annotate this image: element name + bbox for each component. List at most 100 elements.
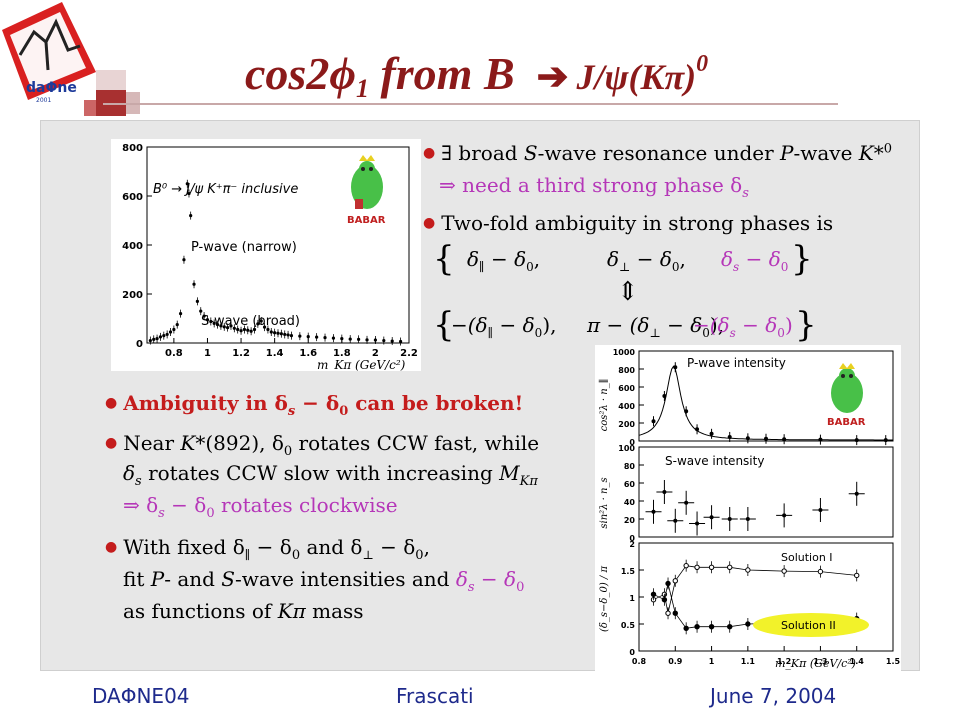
mass-data-point	[242, 327, 247, 332]
mass-data-point	[273, 331, 277, 335]
phase-xtick-label: 1	[709, 657, 715, 666]
s-ylabel: sin²λ · n_s	[599, 477, 610, 528]
s-data-point	[662, 490, 667, 494]
s_wave-ytick-label: 80	[624, 462, 636, 471]
solution-1-line	[653, 565, 857, 614]
s-data-point	[684, 500, 689, 505]
eq1-brace-left: {	[433, 239, 455, 279]
eq2-brace-right: }	[795, 305, 817, 345]
mass-data-point	[226, 325, 230, 330]
mass_spectrum-xtick-label: 1.2	[232, 348, 250, 359]
footer-date: June 7, 2004	[710, 684, 837, 708]
mass_spectrum-ytick-label: 400	[122, 241, 143, 252]
header-divider	[103, 103, 838, 105]
rotation-line-3: ⇒ δs − δ0 rotates clockwise	[123, 493, 398, 521]
logo-text: daΦne	[26, 80, 77, 96]
mass-data-point	[168, 330, 173, 334]
s_wave-ytick-label: 0	[629, 534, 635, 543]
mass-data-point	[152, 337, 156, 341]
s_wave-ytick-label: 20	[624, 516, 636, 525]
p-wave-title: P-wave intensity	[687, 356, 786, 370]
mass_spectrum-xtick-label: 1.8	[333, 348, 351, 359]
mass-data-point	[306, 335, 310, 339]
mass-data-point	[399, 339, 403, 344]
logo-year: 2001	[36, 97, 51, 104]
p-data-point	[764, 436, 768, 441]
solution-2-point	[683, 625, 689, 632]
mass_spectrum-ytick-label: 200	[122, 290, 143, 301]
mass-data-point	[172, 327, 176, 332]
mass-data-point	[252, 327, 257, 332]
s-data-point	[782, 513, 787, 518]
mass_spectrum-ytick-label: 800	[122, 143, 143, 154]
title-arrow: ➔	[536, 56, 569, 98]
phase-ytick-label: 1.5	[621, 567, 636, 576]
p-data-point	[727, 434, 732, 439]
footer-location: Frascati	[396, 684, 474, 708]
phase-ytick-label: 2	[629, 540, 635, 549]
equation-set-1: δ∥ − δ0,	[467, 247, 541, 274]
phase-xlabel: m_Kπ (GeV/c²)	[775, 657, 856, 670]
babar-logo-icon-2: BABAR	[827, 363, 866, 428]
p-data-point	[883, 438, 888, 443]
p-wave-label: P-wave (narrow)	[191, 240, 297, 255]
svg-text:BABAR: BABAR	[827, 417, 866, 428]
solution-1-point	[745, 567, 751, 573]
p-data-point	[684, 409, 689, 414]
solution-2-point	[745, 621, 751, 627]
p-data-point	[818, 437, 823, 442]
mass-data-point	[298, 334, 302, 338]
p-data-point	[745, 436, 750, 441]
p_wave-ytick-label: 800	[618, 366, 635, 375]
solution-2-point	[665, 580, 671, 587]
p-data-point	[651, 419, 656, 424]
p_wave-ytick-label: 1000	[613, 348, 636, 357]
mass-data-point	[390, 339, 394, 343]
mass-data-point	[323, 336, 327, 340]
mass_spectrum-xtick-label: 0.8	[165, 348, 183, 359]
mass-data-point	[239, 329, 243, 333]
phase-xtick-label: 1.4	[850, 657, 865, 666]
rotation-line-2: δs rotates CCW slow with increasing MKπ	[123, 461, 538, 489]
mass-data-point	[266, 327, 270, 332]
s_wave-ytick-label: 40	[624, 498, 636, 507]
s-data-point	[727, 517, 732, 521]
mass-chart-title: B⁰ → J/ψ K⁺π⁻ inclusive	[153, 182, 298, 197]
eq2-perp: π − (δ⊥ − δ0),	[587, 313, 725, 340]
s_wave-ytick-label: 100	[618, 444, 635, 453]
p-data-point	[695, 427, 700, 432]
mass-data-point	[256, 322, 260, 326]
s-data-point	[709, 515, 714, 520]
eq1-s: δs − δ0	[721, 247, 789, 274]
p_wave-ytick-label: 0	[629, 438, 635, 447]
p-ylabel: cos²λ · n_∥	[598, 379, 610, 432]
footer-conference: DAΦNE04	[92, 684, 190, 708]
s_wave-ytick-label: 60	[624, 480, 636, 489]
mass-line: as functions of Kπ mass	[123, 599, 364, 623]
mass-data-point	[222, 325, 226, 329]
mass-data-point	[262, 325, 267, 329]
mass-data-point	[269, 330, 273, 334]
bullet-rotation: ●Near K*(892), δ0 rotates CCW fast, whil…	[105, 431, 540, 459]
equation-set-2: −(δ∥ − δ0),	[451, 313, 557, 340]
s-data-point	[745, 517, 750, 521]
third-phase-line: ⇒ need a third strong phase δs	[439, 173, 749, 201]
mass-data-point	[232, 326, 236, 330]
solution-2-point	[672, 610, 678, 616]
p-data-point	[662, 394, 667, 398]
mass-data-point	[340, 336, 344, 341]
phase-xtick-label: 0.9	[668, 657, 683, 666]
mass-data-point	[348, 337, 352, 341]
slide-title: cos2ϕ1 from B➔J/ψ(Kπ)0	[245, 48, 709, 103]
solution-1-point	[694, 564, 700, 571]
s-data-point	[673, 518, 678, 523]
daphne-logo: daΦne 2001	[0, 0, 100, 108]
svg-text:BABAR: BABAR	[347, 215, 386, 226]
bullet-fixed-phases: ●With fixed δ∥ − δ0 and δ⊥ − δ0,	[105, 535, 430, 563]
mass_spectrum-xtick-label: 2.2	[400, 348, 418, 359]
phase-ytick-label: 0.5	[621, 621, 636, 630]
mass-data-point	[289, 334, 294, 338]
mass-data-point	[209, 319, 213, 324]
slide-footer: DAΦNE04 Frascati June 7, 2004	[0, 684, 960, 714]
